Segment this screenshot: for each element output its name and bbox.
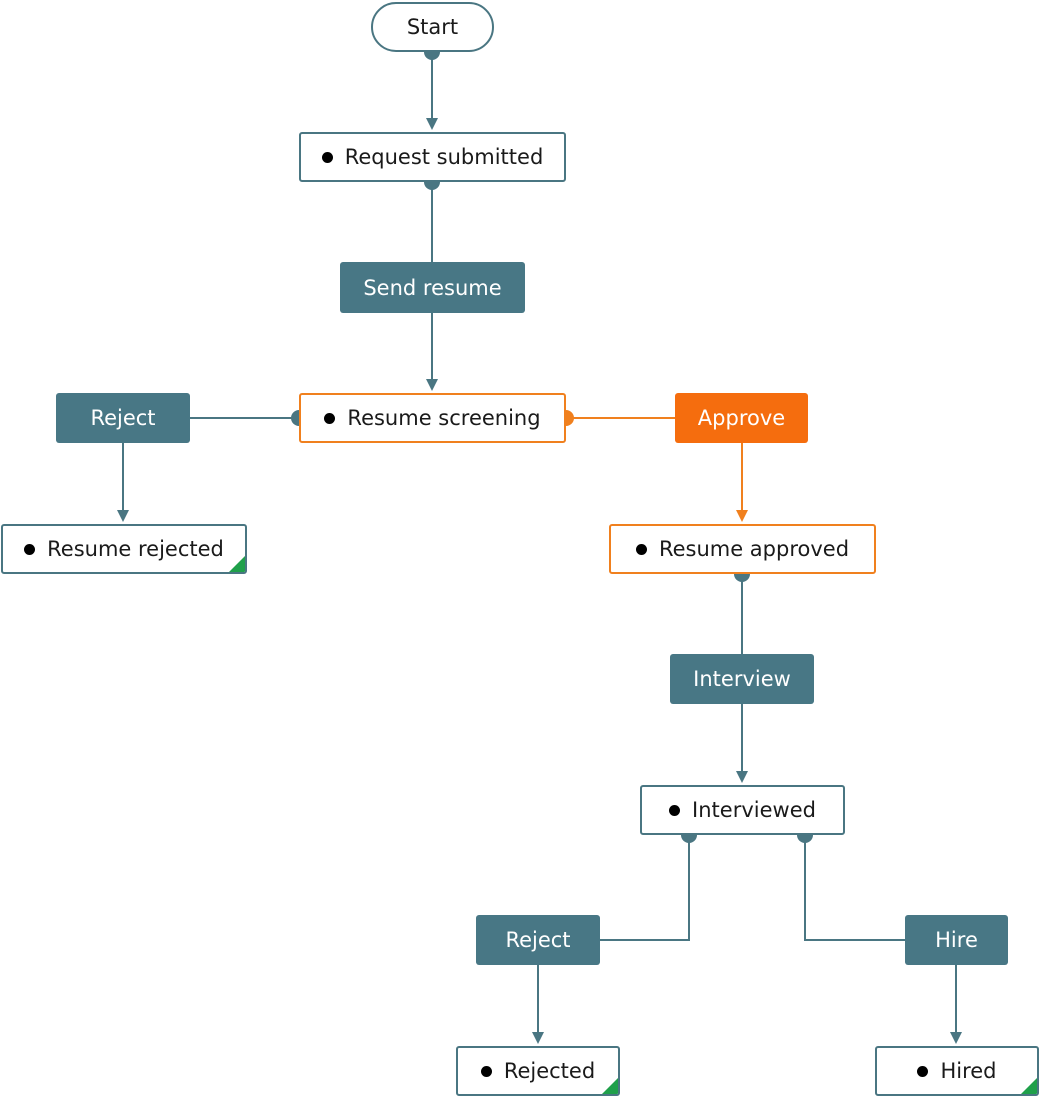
start-node[interactable]: Start — [371, 2, 494, 52]
action-approve[interactable]: Approve — [675, 393, 808, 443]
state-resume-screening[interactable]: Resume screening — [299, 393, 566, 443]
state-label: Resume rejected — [47, 537, 224, 561]
state-interviewed[interactable]: Interviewed — [640, 785, 845, 835]
action-interview[interactable]: Interview — [670, 654, 814, 704]
edge-resume-screening-to-reject — [190, 410, 299, 426]
state-hired[interactable]: Hired — [875, 1046, 1039, 1096]
edge-resume-approved-to-interview — [734, 574, 750, 654]
start-label: Start — [406, 15, 459, 39]
action-label: Hire — [935, 928, 978, 952]
state-label: Rejected — [503, 1059, 596, 1083]
final-state-corner-icon — [229, 556, 245, 572]
action-label: Reject — [505, 928, 571, 952]
action-label: Send resume — [363, 275, 502, 300]
state-bullet-icon — [324, 412, 336, 424]
state-bullet-icon — [24, 543, 36, 555]
state-resume-rejected[interactable]: Resume rejected — [1, 524, 247, 574]
state-label: Interviewed — [692, 798, 816, 822]
state-label: Request submitted — [344, 145, 544, 169]
state-resume-approved[interactable]: Resume approved — [609, 524, 876, 574]
action-label: Reject — [90, 406, 156, 430]
state-bullet-icon — [669, 804, 681, 816]
state-label: Resume approved — [658, 537, 850, 561]
state-request-submitted[interactable]: Request submitted — [299, 132, 566, 182]
edge-request-submitted-to-send-resume — [424, 182, 440, 262]
state-label: Hired — [940, 1059, 997, 1083]
action-reject-resume[interactable]: Reject — [56, 393, 190, 443]
action-send-resume[interactable]: Send resume — [340, 262, 525, 313]
final-state-corner-icon — [602, 1078, 618, 1094]
state-bullet-icon — [480, 1065, 492, 1077]
edge-start-to-request-submitted — [424, 52, 440, 130]
edge-interviewed-to-reject — [600, 835, 697, 941]
action-reject-candidate[interactable]: Reject — [476, 915, 600, 965]
state-bullet-icon — [917, 1065, 929, 1077]
action-hire[interactable]: Hire — [905, 915, 1008, 965]
final-state-corner-icon — [1021, 1078, 1037, 1094]
state-bullet-icon — [635, 543, 647, 555]
action-label: Approve — [697, 406, 786, 430]
state-rejected[interactable]: Rejected — [456, 1046, 620, 1096]
action-label: Interview — [693, 667, 791, 691]
state-label: Resume screening — [347, 406, 541, 430]
edge-interviewed-to-hire — [797, 835, 905, 941]
state-bullet-icon — [321, 151, 333, 163]
edge-resume-screening-to-approve — [566, 410, 675, 426]
